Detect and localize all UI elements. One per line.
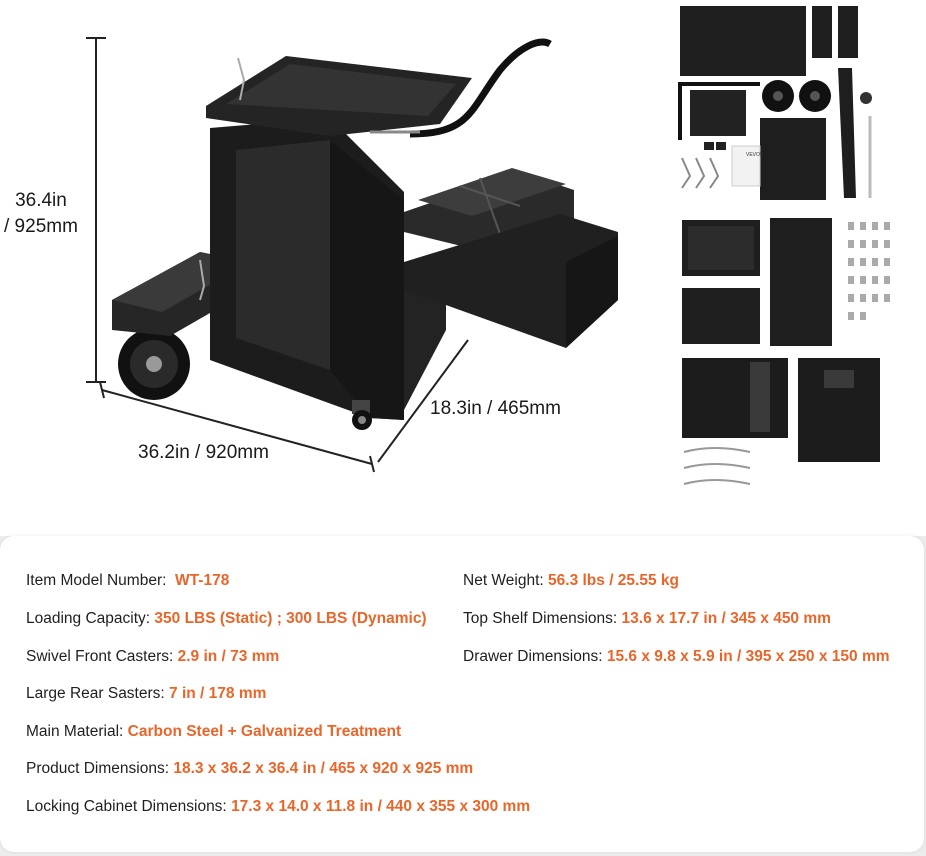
- spec-value: 15.6 x 9.8 x 5.9 in / 395 x 250 x 150 mm: [606, 648, 890, 665]
- front-caster: [352, 400, 372, 430]
- spec-net-weight: Net Weight: 56.3 lbs / 25.55 kg: [463, 572, 679, 590]
- spec-label: Product Dimensions:: [26, 760, 170, 777]
- spec-value: WT-178: [175, 572, 230, 589]
- spec-rear-casters: Large Rear Sasters: 7 in / 178 mm: [26, 685, 266, 703]
- spec-loading-capacity: Loading Capacity: 350 LBS (Static) ; 300…: [26, 610, 427, 628]
- spec-value: 2.9 in / 73 mm: [177, 648, 280, 665]
- spec-cabinet-dimensions: Locking Cabinet Dimensions: 17.3 x 14.0 …: [26, 798, 530, 816]
- spec-label: Drawer Dimensions:: [463, 648, 603, 665]
- spec-top-shelf: Top Shelf Dimensions: 13.6 x 17.7 in / 3…: [463, 610, 831, 628]
- height-millimeters: / 925mm: [4, 216, 78, 237]
- dimension-lines: [86, 37, 469, 473]
- spec-label: Main Material:: [26, 723, 124, 740]
- spec-value: 13.6 x 17.7 in / 345 x 450 mm: [621, 610, 831, 627]
- height-dimension: 36.4in / 925mm: [4, 188, 78, 240]
- push-handle: [409, 38, 552, 138]
- spec-label: Locking Cabinet Dimensions:: [26, 798, 227, 815]
- spec-value: 350 LBS (Static) ; 300 LBS (Dynamic): [154, 610, 427, 627]
- height-inches: 36.4in: [15, 190, 67, 211]
- spec-value: 17.3 x 14.0 x 11.8 in / 440 x 355 x 300 …: [231, 798, 531, 815]
- spec-model-number: Item Model Number: WT-178: [26, 572, 229, 590]
- spec-label: Item Model Number:: [26, 572, 167, 589]
- rear-wheel: [118, 328, 190, 400]
- spec-main-material: Main Material: Carbon Steel + Galvanized…: [26, 723, 401, 741]
- spec-product-dimensions: Product Dimensions: 18.3 x 36.2 x 36.4 i…: [26, 760, 473, 778]
- welding-cart-illustration: VEVOR: [86, 6, 890, 485]
- product-image-area: VEVOR 36.4in / 925mm 36.2in / 920mm 18.3…: [0, 0, 926, 536]
- depth-dimension: 18.3in / 465mm: [430, 398, 561, 419]
- lower-drawer: [404, 214, 618, 348]
- spec-swivel-casters: Swivel Front Casters: 2.9 in / 73 mm: [26, 648, 279, 666]
- spec-value: Carbon Steel + Galvanized Treatment: [127, 723, 402, 740]
- spec-label: Net Weight:: [463, 572, 544, 589]
- spec-drawer-dimensions: Drawer Dimensions: 15.6 x 9.8 x 5.9 in /…: [463, 648, 890, 666]
- spec-value: 56.3 lbs / 25.55 kg: [548, 572, 679, 589]
- spec-label: Swivel Front Casters:: [26, 648, 174, 665]
- spec-label: Large Rear Sasters:: [26, 685, 165, 702]
- spec-value: 18.3 x 36.2 x 36.4 in / 465 x 920 x 925 …: [173, 760, 474, 777]
- locking-cabinet: [404, 270, 446, 410]
- spec-label: Loading Capacity:: [26, 610, 151, 627]
- width-dimension: 36.2in / 920mm: [138, 442, 269, 463]
- parts-exploded-view: [678, 6, 890, 485]
- spec-value: 7 in / 178 mm: [169, 685, 267, 702]
- brand-label: VEVOR: [746, 152, 764, 158]
- spec-label: Top Shelf Dimensions:: [463, 610, 618, 627]
- specifications-panel: Item Model Number: WT-178 Loading Capaci…: [0, 536, 924, 852]
